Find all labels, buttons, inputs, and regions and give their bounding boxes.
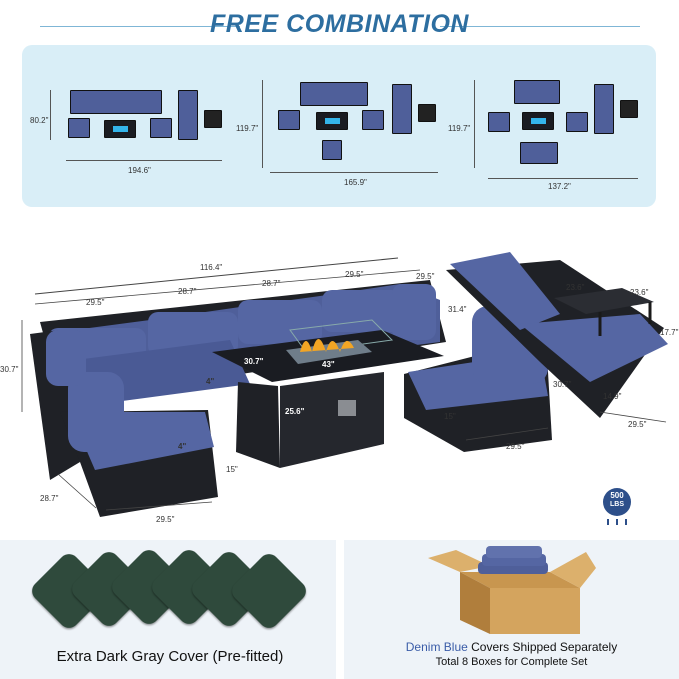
dim-side-table-h: 17.7" xyxy=(660,328,679,337)
dim-left-width: 29.5" xyxy=(156,515,175,524)
lounger-seat xyxy=(520,314,668,382)
back-cushion-4 xyxy=(322,290,402,332)
combo-1-fire-table xyxy=(104,120,136,138)
total-width-line xyxy=(34,257,399,295)
dim-corner-right: 29.5" xyxy=(416,272,435,281)
dim-seg3: 28.7" xyxy=(262,279,281,288)
title-rule-right xyxy=(440,26,640,27)
combo-3-fire-table xyxy=(522,112,554,130)
left-arm-frame xyxy=(30,330,80,480)
combo-1-lounger xyxy=(178,90,198,140)
combo-3-side-table xyxy=(620,100,638,118)
combo-2-chair-left xyxy=(278,110,300,130)
dim-chair-height: 30.7" xyxy=(553,380,572,389)
combo-1-chair-right xyxy=(150,118,172,138)
dim-chair-width: 29.5" xyxy=(506,442,525,451)
combo-1-height: 80.2" xyxy=(30,116,49,125)
combo-1-chair-left xyxy=(68,118,90,138)
combo-2-chair-right xyxy=(362,110,384,130)
fire-table-glass xyxy=(289,319,394,353)
dim-seat-h: 15" xyxy=(226,465,238,474)
combo-3-width: 137.2" xyxy=(548,182,571,191)
combo-1-width-line xyxy=(66,160,222,161)
combo-3-height-line xyxy=(474,80,475,168)
combo-2-height: 119.7" xyxy=(236,124,259,133)
chair-width-line xyxy=(465,427,549,441)
box-count: 8 xyxy=(461,656,469,668)
dim-side-height: 30.7" xyxy=(0,365,19,374)
weight-icon xyxy=(603,488,631,525)
combo-2-ottoman xyxy=(322,140,342,160)
combo-2-fire-table xyxy=(316,112,348,130)
combo-2-width-line xyxy=(270,172,438,173)
shipping-line-1-rest: Covers Shipped Separately xyxy=(471,640,618,654)
dim-cushion-2: 4" xyxy=(178,442,187,451)
dim-ottoman-h: 14.9" xyxy=(603,392,622,401)
back-cushion-3 xyxy=(238,300,322,344)
fire-flames xyxy=(300,339,354,352)
combo-2-side-table xyxy=(418,104,436,122)
dim-cushion-1: 4" xyxy=(206,377,215,386)
left-width-line xyxy=(105,501,213,511)
combo-3-width-line xyxy=(488,178,638,179)
lounger-back xyxy=(450,252,560,330)
page-title: FREE COMBINATION xyxy=(210,10,469,38)
dim-table-l: 43" xyxy=(322,360,335,369)
fire-table-base-2 xyxy=(280,372,384,468)
shipping-line-2: Total 8 Boxes for Complete Set xyxy=(344,656,679,668)
dim-chair-seat: 15" xyxy=(444,412,456,421)
combo-1-side-table xyxy=(204,110,222,128)
denim-blue-label: Denim Blue xyxy=(405,640,468,654)
combo-2-width: 165.9" xyxy=(344,178,367,187)
dim-table-w: 30.7" xyxy=(244,357,264,366)
left-chaise-pillow-2 xyxy=(46,330,86,386)
dim-total: 116.4" xyxy=(200,263,223,272)
combo-1-height-line xyxy=(50,90,51,140)
combo-1-sofa xyxy=(70,90,162,114)
left-depth-line xyxy=(57,473,97,509)
combo-2-lounger xyxy=(392,84,412,134)
combo-3-height: 119.7" xyxy=(448,124,471,133)
dim-left-depth: 28.7" xyxy=(40,494,59,503)
fire-table-base xyxy=(236,382,280,468)
ottoman-width-line xyxy=(599,411,667,423)
combo-1-width: 194.6" xyxy=(128,166,151,175)
weight-capacity-badge: 500 LBS xyxy=(598,485,636,527)
dim-side-table-a: 23.6" xyxy=(566,283,585,292)
combo-2-sofa xyxy=(300,82,368,106)
back-cushion-5 xyxy=(392,284,436,340)
combo-3-chair-left xyxy=(488,112,510,132)
side-table-top xyxy=(554,288,654,314)
shipping-line-1: Denim Blue Covers Shipped Separately xyxy=(344,640,679,654)
shipping-box-illustration xyxy=(428,546,596,634)
combo-2-height-line xyxy=(262,80,263,168)
combo-3-sofa xyxy=(514,80,560,104)
dim-seg1: 29.5" xyxy=(86,298,105,307)
dim-ottoman-w: 29.5" xyxy=(628,420,647,429)
badge-value: 500 xyxy=(610,491,624,500)
dim-lounger-depth: 31.4" xyxy=(448,305,467,314)
shipping-line-2-post: Boxes for Complete Set xyxy=(468,656,588,668)
badge-unit: LBS xyxy=(610,501,624,508)
title-rule-left xyxy=(40,26,240,27)
fire-table-door xyxy=(338,400,356,416)
dim-side-table-b: 23.6" xyxy=(630,288,649,297)
combo-3-lounger xyxy=(594,84,614,134)
dim-seg2: 28.7" xyxy=(178,287,197,296)
dim-seg4: 29.5" xyxy=(345,270,364,279)
left-chaise-pillow xyxy=(68,372,124,452)
covers-caption: Extra Dark Gray Cover (Pre-fitted) xyxy=(56,648,284,665)
combo-3-ottoman xyxy=(520,142,558,164)
segment-line xyxy=(34,269,421,305)
shipping-line-2-pre: Total xyxy=(435,656,462,668)
dim-table-h: 25.6" xyxy=(285,407,305,416)
sectional-set-illustration xyxy=(21,252,668,517)
combo-3-chair-right xyxy=(566,112,588,132)
